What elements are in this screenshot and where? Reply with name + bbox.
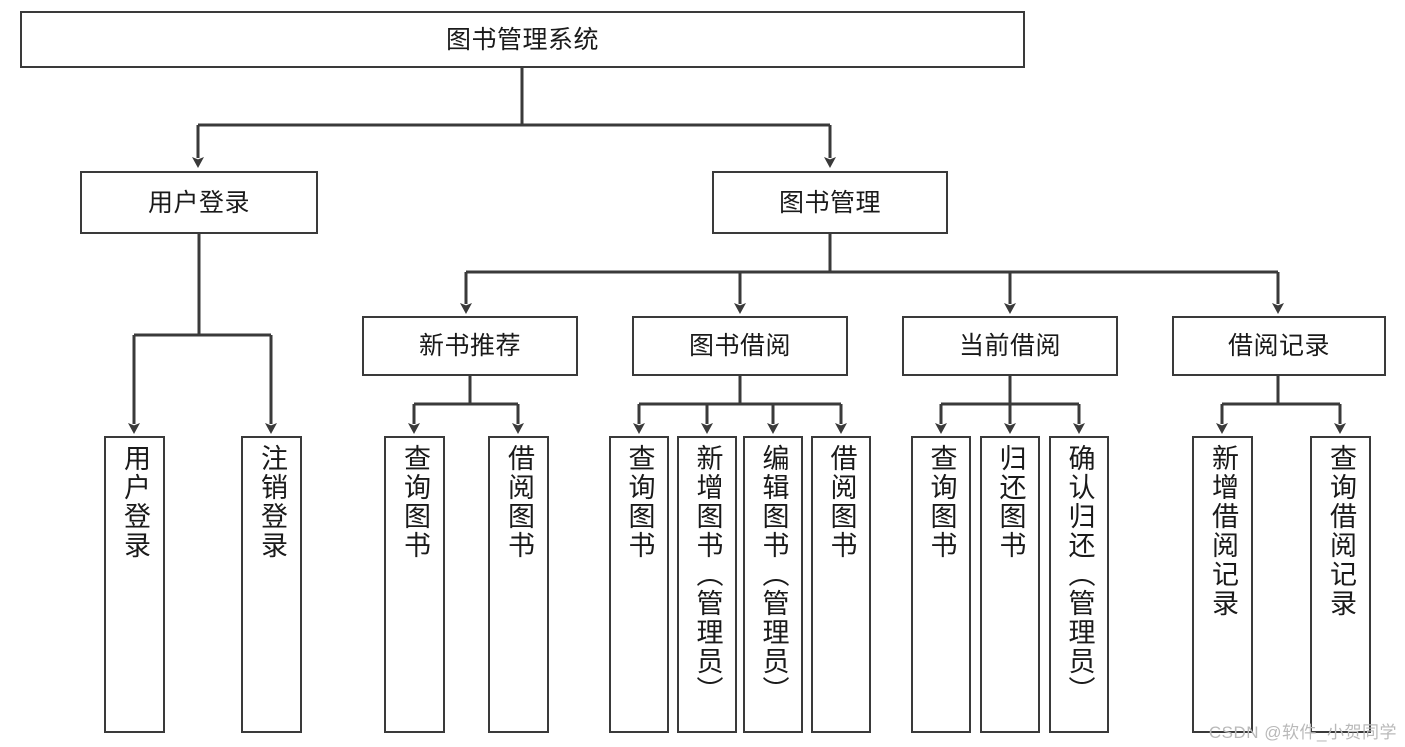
node-label: 查询图书 (400, 444, 430, 560)
node-borrow-record[interactable]: 借阅记录 (1172, 316, 1386, 376)
leaf-new-book-borrow[interactable]: 借阅图书 (488, 436, 549, 733)
node-label: 确认归还（管理员） (1064, 444, 1095, 705)
leaf-current-borrow-return[interactable]: 归还图书 (980, 436, 1040, 733)
node-label: 归还图书 (995, 444, 1026, 560)
node-label: 用户登录 (147, 188, 250, 217)
node-current-borrow[interactable]: 当前借阅 (902, 316, 1118, 376)
leaf-book-borrow-query[interactable]: 查询图书 (609, 436, 669, 733)
node-label: 图书管理 (778, 188, 881, 217)
node-label: 查询图书 (926, 444, 957, 560)
leaf-book-borrow-add[interactable]: 新增图书（管理员） (677, 436, 737, 733)
node-label: 新增图书（管理员） (692, 444, 723, 705)
node-label: 编辑图书（管理员） (758, 444, 789, 705)
leaf-new-book-query[interactable]: 查询图书 (384, 436, 445, 733)
node-label: 新书推荐 (418, 332, 521, 360)
leaf-user-login-login[interactable]: 用户登录 (104, 436, 165, 733)
node-label: 图书管理系统 (445, 25, 599, 54)
node-user-login[interactable]: 用户登录 (80, 171, 318, 234)
node-label: 借阅图书 (826, 444, 857, 560)
node-label: 注销登录 (257, 444, 287, 560)
node-label: 借阅记录 (1227, 332, 1330, 360)
node-new-book-recommend[interactable]: 新书推荐 (362, 316, 578, 376)
leaf-book-borrow-edit[interactable]: 编辑图书（管理员） (743, 436, 803, 733)
leaf-user-login-logout[interactable]: 注销登录 (241, 436, 302, 733)
node-label: 借阅图书 (504, 444, 534, 560)
leaf-current-borrow-confirm-return[interactable]: 确认归还（管理员） (1049, 436, 1109, 733)
node-root-system[interactable]: 图书管理系统 (20, 11, 1025, 68)
node-label: 图书借阅 (688, 332, 791, 360)
leaf-book-borrow-borrow[interactable]: 借阅图书 (811, 436, 871, 733)
node-book-borrow[interactable]: 图书借阅 (632, 316, 848, 376)
leaf-borrow-record-query[interactable]: 查询借阅记录 (1310, 436, 1371, 733)
node-label: 当前借阅 (958, 332, 1061, 360)
node-label: 用户登录 (120, 444, 150, 560)
node-book-management[interactable]: 图书管理 (712, 171, 948, 234)
node-label: 查询图书 (624, 444, 655, 560)
leaf-current-borrow-query[interactable]: 查询图书 (911, 436, 971, 733)
node-label: 查询借阅记录 (1326, 444, 1356, 618)
leaf-borrow-record-add[interactable]: 新增借阅记录 (1192, 436, 1253, 733)
watermark-text: CSDN @软件_小贺同学 (1208, 723, 1397, 742)
node-label: 新增借阅记录 (1208, 444, 1238, 618)
